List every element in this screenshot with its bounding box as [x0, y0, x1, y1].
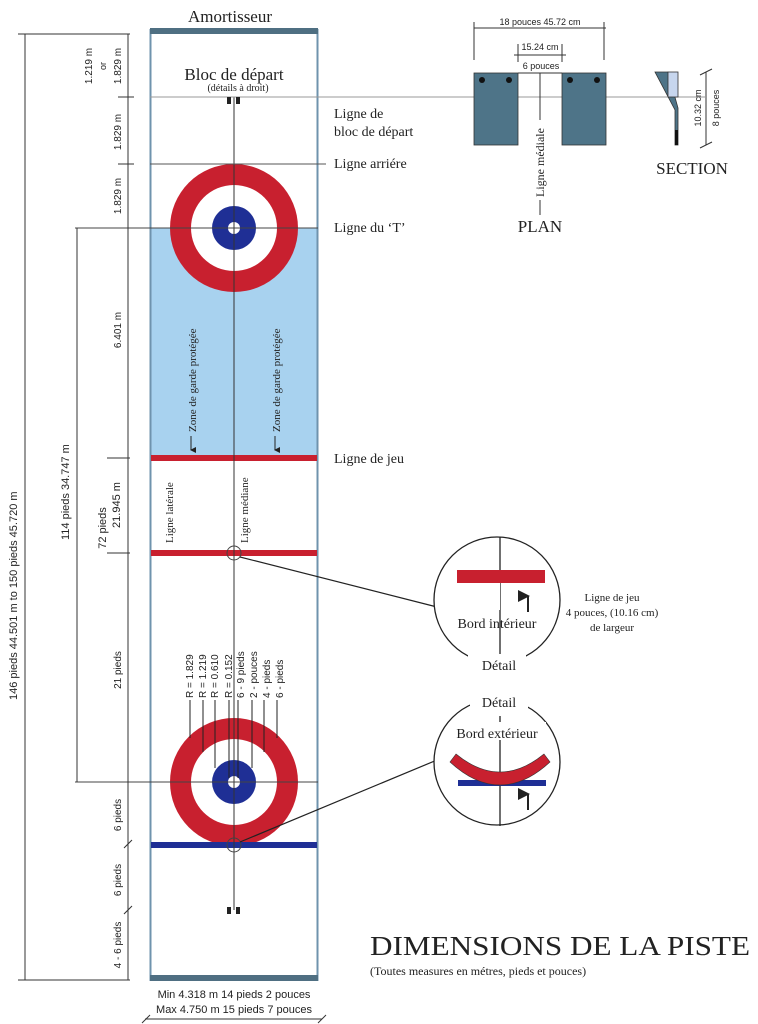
hack-bottom-left	[227, 907, 231, 914]
overall-length: 146 pieds 44.501 m to 150 pieds 45.720 m	[8, 491, 20, 700]
hog-line-label: Ligne de jeu	[334, 452, 404, 467]
inner-detail-caption: Détail	[482, 659, 516, 674]
outer-detail-caption: Détail	[482, 696, 516, 711]
radius-label: 2 - pouces	[249, 651, 260, 698]
hack-top-right	[236, 97, 240, 104]
leader-back	[239, 759, 438, 843]
hack-total-width: 18 pouces 45.72 cm	[499, 17, 580, 27]
radius-label: 6 - 9 pieds	[236, 651, 247, 698]
tee-to-back: 6 pieds	[113, 799, 124, 831]
leader-hog	[239, 556, 438, 608]
tee-to-tee: 114 pieds 34.747 m	[60, 444, 72, 540]
radius-label: R = 1.219	[198, 654, 209, 698]
plan-label: PLAN	[518, 217, 562, 236]
detail-outer-edge	[433, 694, 561, 826]
hack-plan	[473, 22, 607, 215]
hack-line-label-1: Ligne de	[334, 107, 383, 122]
radii-labels: R = 1.829 R = 1.219 R = 0.610 R = 0.152 …	[185, 651, 286, 698]
inner-edge-label: Bord intérieur	[458, 617, 537, 632]
hog-line-note-1: Ligne de jeu	[585, 592, 640, 604]
tee-to-hog: 6.401 m	[113, 312, 124, 348]
hack-bottom-right	[236, 907, 240, 914]
section-height-in: 8 pouces	[711, 89, 721, 126]
radius-label: R = 0.152	[224, 654, 235, 698]
ring-edge-detail	[449, 753, 551, 786]
diagram-subtitle: (Toutes measures en métres, pieds et pou…	[370, 964, 586, 978]
hack-line-label-2: bloc de départ	[334, 125, 413, 140]
hog-line-detail	[457, 570, 545, 583]
center-line-label: Ligne médiane	[239, 477, 251, 543]
bumper-label: Amortisseur	[188, 7, 272, 26]
diagram-title: DIMENSIONS DE LA PISTE	[370, 931, 750, 961]
hog-to-tee: 21 pieds	[113, 651, 124, 689]
detail-inner-edge	[433, 536, 561, 670]
radius-label: 6 - pieds	[275, 660, 286, 698]
tick	[317, 1014, 327, 1024]
radius-label: R = 1.829	[185, 654, 196, 698]
back-to-hack: 6 pieds	[113, 864, 124, 896]
hack-gap-in: 6 pouces	[523, 61, 560, 71]
hack-to-bumper: 4 - 6 pieds	[113, 922, 124, 969]
hack-block-right	[561, 72, 607, 146]
section-height-cm: 10.32 cm	[693, 89, 703, 126]
hack-note: (détails à droit)	[207, 83, 268, 94]
bumper-to-hack-2: 1.829 m	[113, 48, 124, 84]
hog-line-note-3: de largeur	[590, 622, 634, 634]
bottom-bumper	[150, 975, 318, 981]
left-dimensions	[18, 33, 134, 981]
bumper-to-hack-1: 1.219 m	[84, 48, 95, 84]
hack-to-back: 1.829 m	[113, 114, 124, 150]
hack-gap-cm: 15.24 cm	[521, 42, 558, 52]
plan-center-line-label: Ligne médiale	[533, 128, 547, 197]
guard-zone-label-right: Zone de garde protégée	[271, 328, 283, 432]
section-label: SECTION	[656, 159, 728, 178]
back-line-label: Ligne arriére	[334, 157, 407, 172]
bumper-to-hack-or: or	[98, 62, 108, 70]
guard-zone-label-left: Zone de garde protégée	[187, 328, 199, 432]
radius-label: 4 - pieds	[262, 660, 273, 698]
back-to-tee: 1.829 m	[113, 178, 124, 214]
radius-arrows	[189, 700, 278, 778]
hack-section	[654, 68, 713, 149]
side-line-label: Ligne latérale	[164, 482, 176, 543]
radius-label: R = 0.610	[210, 654, 221, 698]
width-max: Max 4.750 m 15 pieds 7 pouces	[156, 1004, 312, 1016]
top-bumper	[150, 28, 318, 34]
sheet	[75, 28, 705, 981]
outer-edge-label: Bord extérieur	[456, 727, 538, 742]
detail-marker-hog	[226, 545, 242, 561]
width-min: Min 4.318 m 14 pieds 2 pouces	[158, 989, 311, 1001]
tee-line-label: Ligne du ‘T’	[334, 221, 406, 236]
hack-block-left	[473, 72, 519, 146]
hog-to-hog-m: 21.945 m	[111, 482, 123, 528]
hog-to-hog-ft: 72 pieds	[97, 507, 109, 549]
hack-label: Bloc de départ	[184, 65, 283, 84]
tick	[141, 1014, 151, 1024]
hog-line-note-2: 4 pouces, (10.16 cm)	[566, 607, 659, 619]
hack-top-left	[227, 97, 231, 104]
detail-marker-back	[226, 837, 242, 853]
